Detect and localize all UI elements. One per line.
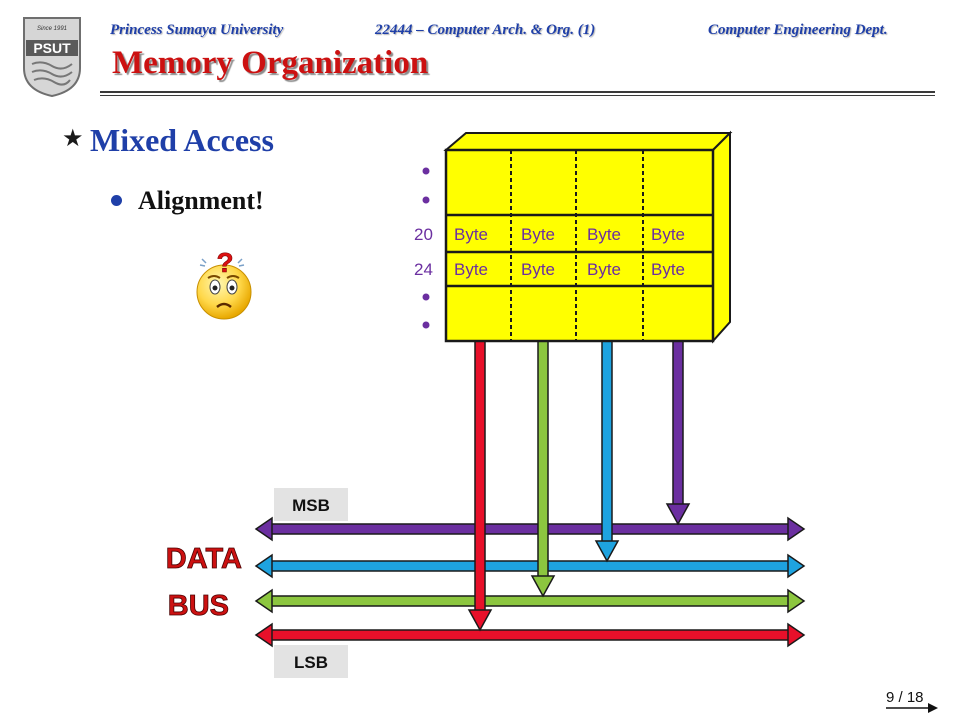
header-university: Princess Sumaya University <box>110 22 284 38</box>
ellipsis-dot <box>422 167 430 175</box>
data-label: DATA <box>166 543 242 575</box>
byte-cell: Byte <box>587 260 621 279</box>
bus-line-green <box>254 588 806 614</box>
title-rule <box>100 91 935 93</box>
connector-green <box>530 339 556 598</box>
bullet-text: Alignment! <box>138 186 264 215</box>
slide-title: Memory Organization <box>112 45 429 81</box>
title-rule-thin <box>100 95 935 96</box>
byte-cell: Byte <box>587 225 621 244</box>
section-heading: Mixed Access <box>90 122 274 158</box>
ellipsis-dot <box>422 321 430 329</box>
byte-cell: Byte <box>651 225 685 244</box>
msb-label-box <box>274 488 348 521</box>
star-bullet-icon: ★ <box>62 125 84 152</box>
next-arrow-icon[interactable] <box>884 702 940 714</box>
connector-purple <box>665 339 691 526</box>
byte-cell: Byte <box>651 260 685 279</box>
address-24: 24 <box>414 260 433 279</box>
page-number: 9 / 18 <box>886 689 924 706</box>
bus-line-blue <box>254 553 806 579</box>
dot-bullet-icon <box>111 195 122 206</box>
connector-red <box>467 339 493 632</box>
bus-line-red <box>254 622 806 648</box>
byte-cell: Byte <box>521 225 555 244</box>
worried-face-icon: ? <box>196 247 252 320</box>
memory-block <box>443 130 733 344</box>
lsb-label-box <box>274 645 348 678</box>
lsb-label: LSB <box>294 653 328 672</box>
header-department: Computer Engineering Dept. <box>708 22 888 38</box>
bus-label: BUS <box>168 590 229 622</box>
address-20: 20 <box>414 225 433 244</box>
logo-since: Since 1991 <box>37 26 67 32</box>
byte-cell: Byte <box>454 260 488 279</box>
header-course: 22444 – Computer Arch. & Org. (1) <box>375 22 596 38</box>
byte-cell: Byte <box>454 225 488 244</box>
msb-label: MSB <box>292 496 330 515</box>
bus-line-purple <box>254 516 806 542</box>
ellipsis-dot <box>422 293 430 301</box>
psut-logo: Since 1991 PSUT <box>22 16 82 103</box>
byte-cell: Byte <box>521 260 555 279</box>
ellipsis-dot <box>422 196 430 204</box>
logo-name: PSUT <box>33 40 71 56</box>
question-mark: ? <box>216 247 233 278</box>
